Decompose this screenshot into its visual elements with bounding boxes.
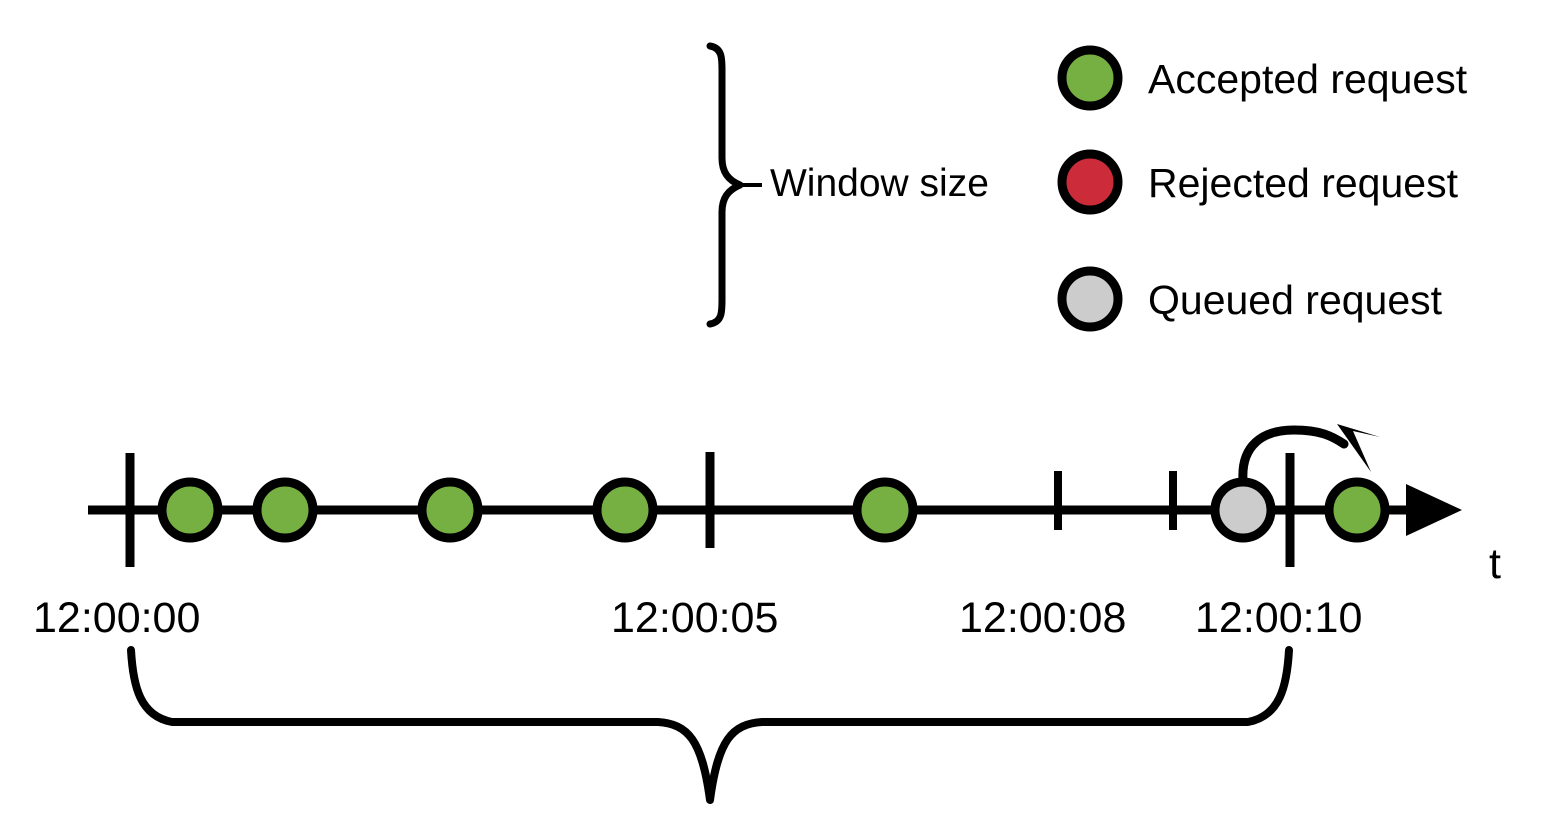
window-size-brace-group: Window size — [706, 42, 989, 328]
timeline-request-4-accepted — [592, 477, 658, 543]
timeline-arrow-head-icon — [1406, 484, 1462, 536]
tick-label-12-00-08: 12:00:08 — [959, 594, 1126, 642]
timeline-request-1-accepted — [157, 477, 223, 543]
legend-item-rejected: Rejected request — [1057, 149, 1459, 215]
axis-label-t: t — [1489, 540, 1501, 588]
legend-item-queued: Queued request — [1057, 266, 1443, 332]
tick-label-12-00-05: 12:00:05 — [611, 594, 778, 642]
timeline-request-7-accepted — [1324, 477, 1390, 543]
legend-label-queued: Queued request — [1148, 277, 1443, 323]
queued-request-dot-icon — [1057, 266, 1123, 332]
tick-label-12-00-10: 12:00:10 — [1195, 594, 1362, 642]
requeue-arrow-group — [1238, 424, 1380, 485]
requeue-arrow-head-icon — [1337, 424, 1380, 472]
timeline-request-5-accepted — [852, 477, 918, 543]
timeline-request-6-queued — [1210, 477, 1276, 543]
timeline-axis-group: t 12:00:00 12:00:05 12:00:08 — [33, 424, 1501, 642]
coverage-brace-group — [127, 646, 1293, 804]
timeline-request-2-accepted — [252, 477, 318, 543]
window-size-brace — [706, 42, 744, 328]
window-size-label: Window size — [770, 162, 989, 205]
request-state-legend: Accepted request Rejected request Queued… — [1057, 45, 1468, 332]
accepted-request-dot-icon — [1057, 45, 1123, 111]
legend-label-rejected: Rejected request — [1148, 160, 1459, 206]
tick-label-12-00-00: 12:00:00 — [33, 594, 200, 642]
rejected-request-dot-icon — [1057, 149, 1123, 215]
requeue-arrow-curve — [1238, 425, 1349, 485]
timeline-request-3-accepted — [417, 477, 483, 543]
legend-item-accepted: Accepted request — [1057, 45, 1468, 111]
legend-label-accepted: Accepted request — [1148, 56, 1468, 102]
coverage-brace — [127, 646, 1293, 804]
